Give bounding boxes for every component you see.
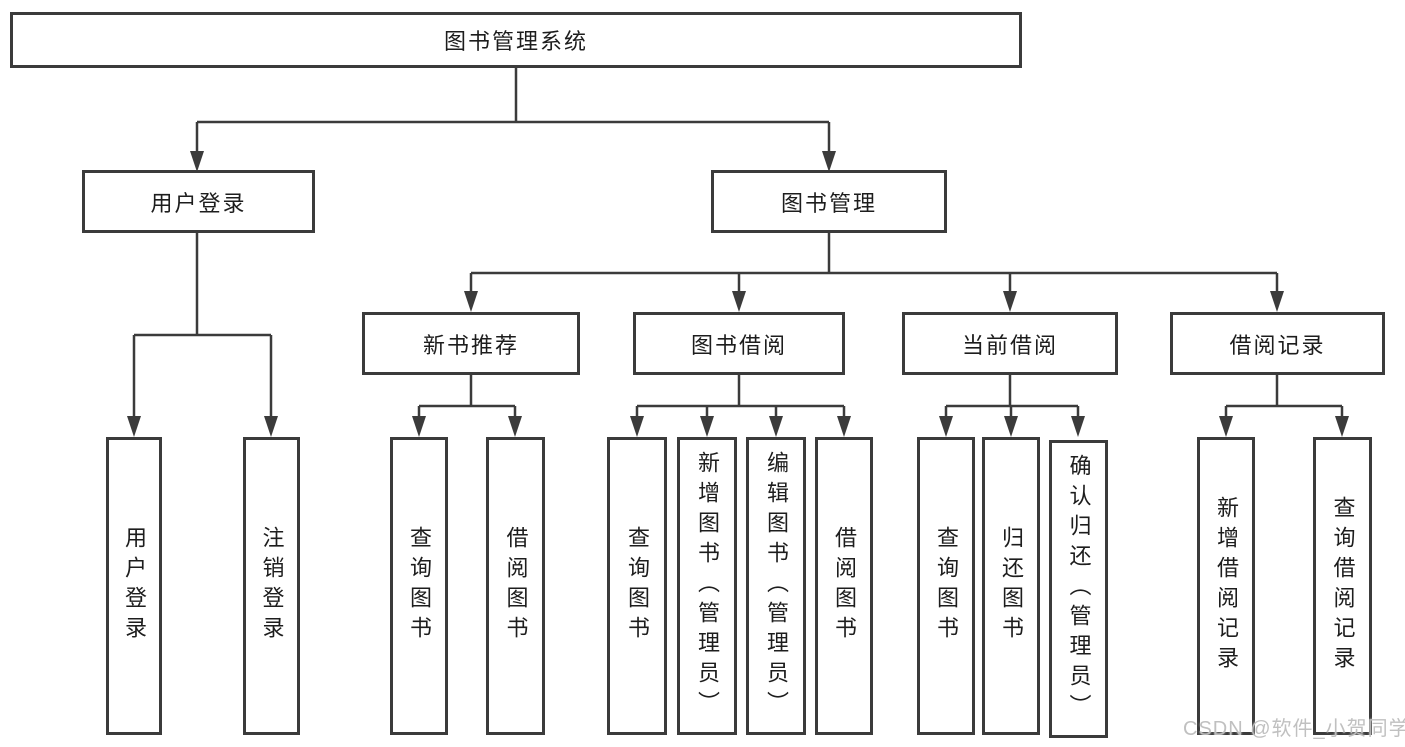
node-leaf-borrow-books-1: 借阅图书 [486, 437, 545, 735]
leaf-label: 用户登录 [122, 526, 147, 646]
connector-user-login-group [127, 233, 278, 437]
node-leaf-return-books: 归还图书 [982, 437, 1040, 735]
leaf-label: 编辑图书（管理员） [764, 451, 789, 721]
node-leaf-query-books-1: 查询图书 [390, 437, 448, 735]
node-leaf-borrow-books-2: 借阅图书 [815, 437, 873, 735]
leaf-label: 借阅图书 [503, 526, 529, 646]
connector-book-management-to-level3 [464, 233, 1284, 312]
node-leaf-edit-books-admin: 编辑图书（管理员） [746, 437, 806, 735]
leaf-label: 归还图书 [999, 526, 1024, 646]
watermark: CSDN @软件_小贺同学 [1183, 718, 1405, 740]
leaf-label: 查询借阅记录 [1330, 496, 1356, 676]
node-leaf-logout: 注销登录 [243, 437, 300, 735]
leaf-label: 注销登录 [259, 526, 285, 646]
node-leaf-query-books-2: 查询图书 [607, 437, 667, 735]
node-borrow-records: 借阅记录 [1170, 312, 1385, 375]
connector-borrow-records-group [1219, 375, 1349, 437]
leaf-label: 借阅图书 [832, 526, 857, 646]
connector-root-to-level2 [190, 68, 836, 172]
node-leaf-query-books-3: 查询图书 [917, 437, 975, 735]
node-leaf-confirm-return-admin: 确认归还（管理员） [1049, 440, 1108, 738]
connector-book-borrow-group [630, 375, 851, 437]
node-leaf-add-books-admin: 新增图书（管理员） [677, 437, 737, 735]
node-leaf-user-login: 用户登录 [106, 437, 162, 735]
connector-new-book-recommend-group [412, 375, 522, 437]
connector-current-borrow-group [939, 375, 1085, 437]
node-leaf-query-borrow-record: 查询借阅记录 [1313, 437, 1372, 735]
node-library-management-system: 图书管理系统 [10, 12, 1022, 68]
leaf-label: 新增图书（管理员） [695, 451, 720, 721]
node-new-book-recommend: 新书推荐 [362, 312, 580, 375]
leaf-label: 查询图书 [625, 526, 650, 646]
leaf-label: 确认归还（管理员） [1066, 454, 1092, 724]
node-leaf-add-borrow-record: 新增借阅记录 [1197, 437, 1255, 735]
node-user-login-module: 用户登录 [82, 170, 315, 233]
leaf-label: 新增借阅记录 [1214, 496, 1239, 676]
node-current-borrow: 当前借阅 [902, 312, 1118, 375]
leaf-label: 查询图书 [407, 526, 432, 646]
node-book-borrow: 图书借阅 [633, 312, 845, 375]
node-book-management-module: 图书管理 [711, 170, 947, 233]
leaf-label: 查询图书 [934, 526, 959, 646]
